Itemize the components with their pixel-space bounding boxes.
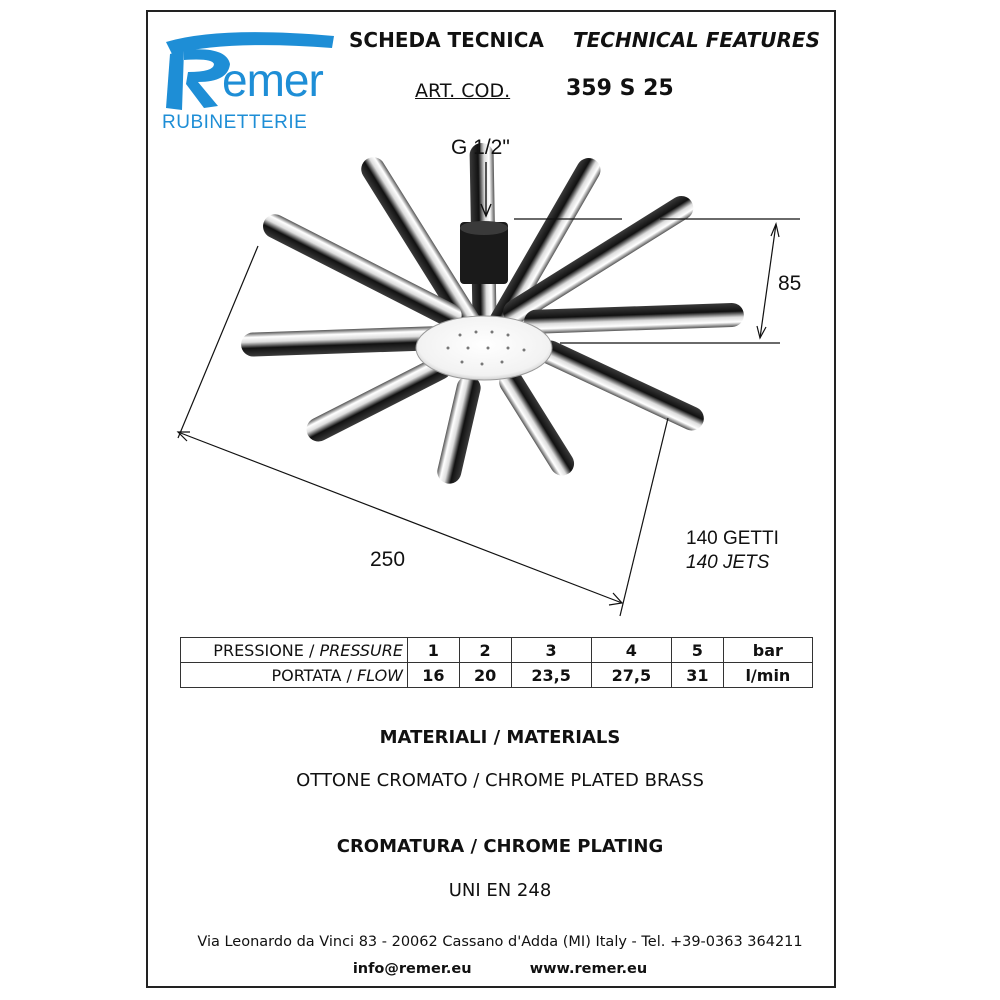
central-disc [415, 315, 553, 381]
flow-row-label: PORTATA / FLOW [180, 662, 408, 688]
shower-arm [263, 214, 462, 328]
shower-arm [241, 326, 447, 357]
pressure-label-italian: PRESSIONE [213, 640, 304, 660]
technical-sheet-frame [146, 10, 836, 988]
connection-size-label: G 1/2" [451, 136, 510, 159]
pressure-unit-cell: bar [722, 637, 814, 663]
table-cell: 2 [458, 637, 512, 663]
company-address: Via Leonardo da Vinci 83 - 20062 Cassano… [197, 934, 803, 950]
table-cell: 1 [407, 637, 460, 663]
table-row-pressure: PRESSIONE / PRESSURE 1 2 3 4 5 bar [180, 637, 814, 663]
article-code-value: 359 S 25 [566, 76, 674, 101]
jets-count-english: 140 JETS [686, 552, 770, 573]
pressure-label-english: PRESSURE [319, 640, 403, 660]
shower-arms [241, 143, 744, 484]
height-label: 85 [778, 272, 802, 295]
shower-arm [523, 302, 744, 334]
label-separator: / [303, 640, 320, 660]
materials-value: OTTONE CROMATO / CHROME PLATED BRASS [296, 770, 704, 791]
connector-hub [460, 222, 508, 284]
website-link[interactable]: www.remer.eu [529, 961, 648, 977]
article-code-label: ART. COD. [415, 80, 511, 102]
table-cell: 23,5 [510, 662, 592, 688]
flow-label-italian: PORTATA [271, 665, 342, 685]
brand-subtitle: RUBINETTERIE [162, 112, 308, 133]
table-cell: 16 [407, 662, 460, 688]
shower-arm [306, 355, 452, 442]
jets-count-italian: 140 GETTI [686, 528, 779, 549]
label-separator: / [341, 665, 357, 685]
table-row-flow: PORTATA / FLOW 16 20 23,5 27,5 31 l/min [180, 662, 814, 688]
title-english: TECHNICAL FEATURES [573, 28, 821, 52]
pressure-flow-table: PRESSIONE / PRESSURE 1 2 3 4 5 bar PORTA… [180, 637, 814, 688]
title-italian: SCHEDA TECNICA [349, 28, 544, 52]
table-cell: 5 [671, 637, 724, 663]
svg-text:emer: emer [222, 54, 323, 106]
remer-logo: emer RUBINETTERIE [160, 24, 340, 136]
shower-arm [503, 195, 694, 324]
shower-arm [361, 157, 484, 339]
materials-title: MATERIALI / MATERIALS [379, 727, 621, 748]
pressure-row-label: PRESSIONE / PRESSURE [180, 637, 408, 663]
table-cell: 3 [510, 637, 592, 663]
height-dimension [514, 218, 800, 344]
table-cell: 27,5 [590, 662, 673, 688]
flow-label-english: FLOW [356, 665, 403, 685]
table-cell: 20 [458, 662, 512, 688]
shower-arm [499, 370, 575, 476]
table-cell: 31 [671, 662, 724, 688]
diameter-dimension [176, 245, 669, 617]
table-cell: 4 [590, 637, 673, 663]
remer-logo-graphic: emer [166, 32, 334, 110]
email-link[interactable]: info@remer.eu [352, 961, 472, 977]
shower-head-drawing [176, 143, 800, 617]
plating-title: CROMATURA / CHROME PLATING [336, 836, 664, 857]
footer-contacts: info@remer.eu www.remer.eu [0, 961, 1000, 977]
shower-arm [437, 375, 481, 484]
shower-arm [486, 158, 601, 339]
connection-callout [480, 162, 492, 218]
shower-arm [538, 340, 704, 431]
diameter-label: 250 [370, 548, 406, 571]
flow-unit-cell: l/min [722, 662, 814, 688]
plating-value: UNI EN 248 [448, 880, 552, 901]
